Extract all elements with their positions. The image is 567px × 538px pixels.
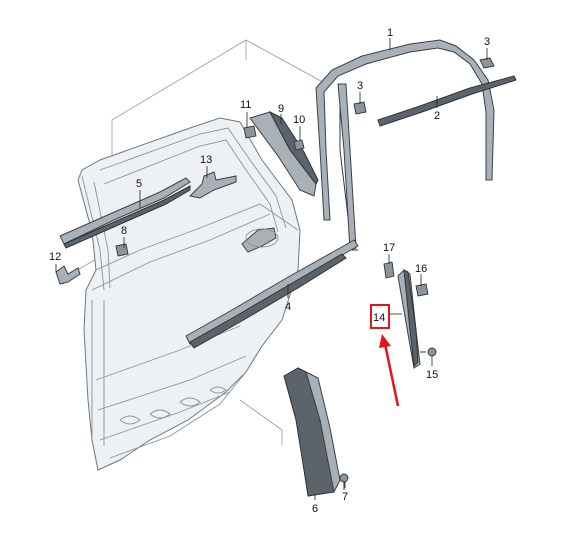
part-10-clip (293, 139, 305, 151)
part-12-bracket (55, 265, 81, 285)
label-8: 8 (121, 225, 127, 237)
label-11: 11 (240, 99, 251, 111)
part-16-clip (415, 283, 429, 297)
label-3-top: 3 (484, 36, 490, 48)
part-3-clip-mid (353, 101, 367, 115)
part-7-screw (339, 473, 349, 490)
label-7: 7 (342, 491, 348, 503)
label-6: 6 (312, 503, 318, 515)
part-2-outer-strip (377, 75, 517, 127)
highlight-arrow (379, 334, 400, 407)
part-13-bracket (188, 171, 237, 199)
part-15-screw (420, 347, 437, 357)
part-14-seal-strip (397, 269, 421, 369)
label-17: 17 (383, 242, 395, 254)
label-10: 10 (293, 114, 305, 126)
label-4: 4 (285, 301, 291, 313)
leader-lines (55, 38, 488, 500)
label-13: 13 (200, 154, 212, 166)
part-5-inner-strip (59, 177, 191, 249)
part-8-clip (115, 243, 129, 257)
label-3-mid: 3 (357, 80, 363, 92)
part-9-pillar-trim (249, 110, 319, 197)
label-2: 2 (434, 110, 440, 122)
highlight-box (370, 304, 390, 329)
part-labels: 1 2 3 3 4 5 6 7 8 9 10 11 12 13 14 15 16… (49, 27, 490, 515)
label-16: 16 (415, 263, 427, 275)
label-14: 14 (373, 312, 385, 324)
part-17-clip (383, 261, 395, 279)
door-handle (241, 227, 277, 253)
part-11-clip (243, 125, 257, 139)
label-12: 12 (49, 251, 61, 263)
label-5: 5 (136, 178, 142, 190)
label-9: 9 (278, 103, 284, 115)
label-15: 15 (426, 369, 438, 381)
label-1: 1 (387, 27, 393, 39)
part-1-window-frame-trim (315, 39, 495, 251)
part-6-pillar-cover (283, 367, 341, 497)
part-4-belt-seal (185, 239, 359, 349)
